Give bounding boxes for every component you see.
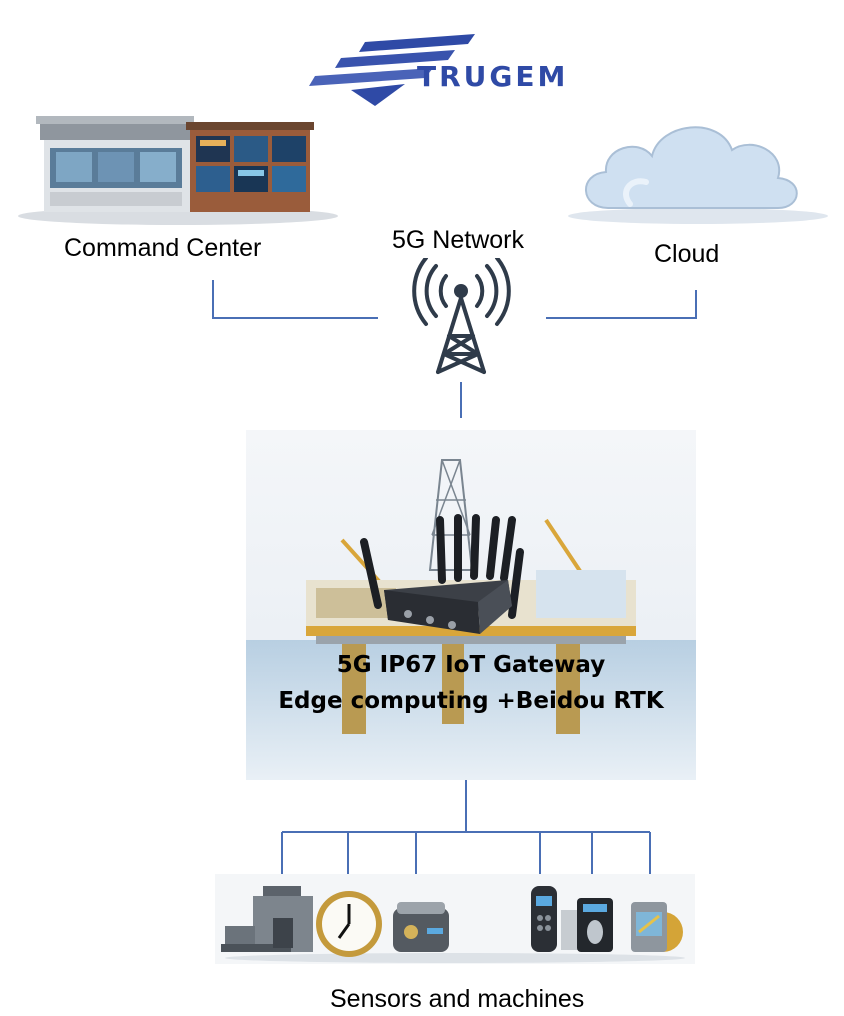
command-center-image xyxy=(10,108,345,228)
valve-icon xyxy=(221,886,313,952)
cloud-label: Cloud xyxy=(654,240,720,268)
tower-image xyxy=(404,258,519,378)
gateway-subtitle: Edge computing +Beidou RTK xyxy=(278,688,664,714)
gateway-title: 5G IP67 IoT Gateway xyxy=(336,652,606,678)
sensor-puck-icon xyxy=(393,902,449,952)
brand-logo: TRUGEM xyxy=(305,28,565,108)
building-icon xyxy=(18,116,338,225)
gateway-device-icon xyxy=(246,430,696,780)
trugem-logo-icon: TRUGEM xyxy=(309,34,565,106)
remote-icon xyxy=(531,886,557,952)
display-meter-icon xyxy=(631,902,683,952)
sensors-image xyxy=(215,874,695,964)
brand-name: TRUGEM xyxy=(417,60,565,93)
gateway-scene xyxy=(246,430,696,780)
meter-icon xyxy=(561,898,613,952)
link-command-center xyxy=(212,280,378,319)
sensors-label: Sensors and machines xyxy=(330,985,585,1013)
link-cloud xyxy=(546,290,697,319)
cloud-image xyxy=(560,108,835,226)
network-label: 5G Network xyxy=(392,226,524,254)
cloud-icon xyxy=(568,126,828,224)
command-center-label: Command Center xyxy=(64,234,262,262)
cell-tower-icon xyxy=(412,258,511,374)
clock-gauge-icon xyxy=(316,891,382,957)
